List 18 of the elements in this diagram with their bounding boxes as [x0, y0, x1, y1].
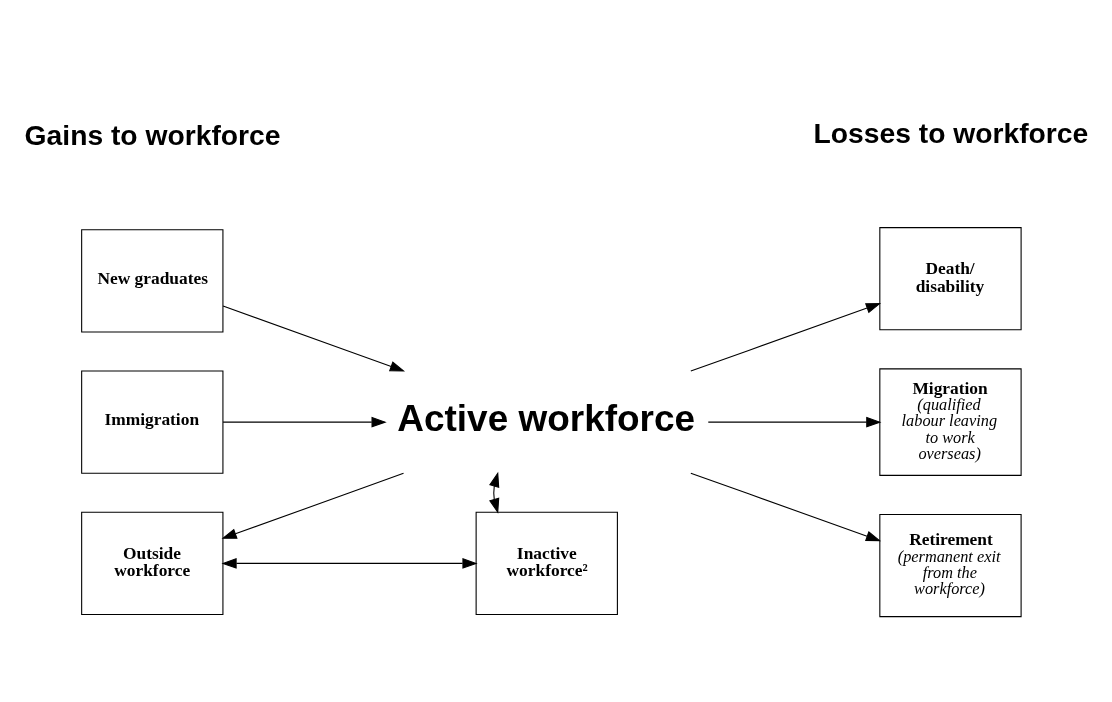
arrow — [222, 416, 387, 427]
node-box: Inactive workforce² — [475, 511, 618, 615]
arrow — [221, 557, 478, 569]
arrow — [690, 302, 882, 372]
label: Gains to workforce — [24, 118, 281, 151]
node-box: Outside workforce — [81, 511, 224, 615]
node-text: Active workforce — [397, 397, 696, 438]
arrow — [690, 472, 882, 541]
arrow — [222, 304, 406, 371]
node-box: Migration (qualified labour leaving to work overseas) — [879, 367, 1022, 476]
node-box: Immigration — [81, 370, 224, 474]
node-box: Death/ disability — [879, 226, 1022, 330]
arrow — [489, 471, 500, 514]
node-box: Retirement (permanent exit from the workforce) — [879, 513, 1022, 617]
label: Losses to workforce — [813, 116, 1089, 149]
arrow — [221, 472, 405, 539]
node-box: New graduates — [81, 228, 224, 332]
arrow — [707, 416, 882, 427]
